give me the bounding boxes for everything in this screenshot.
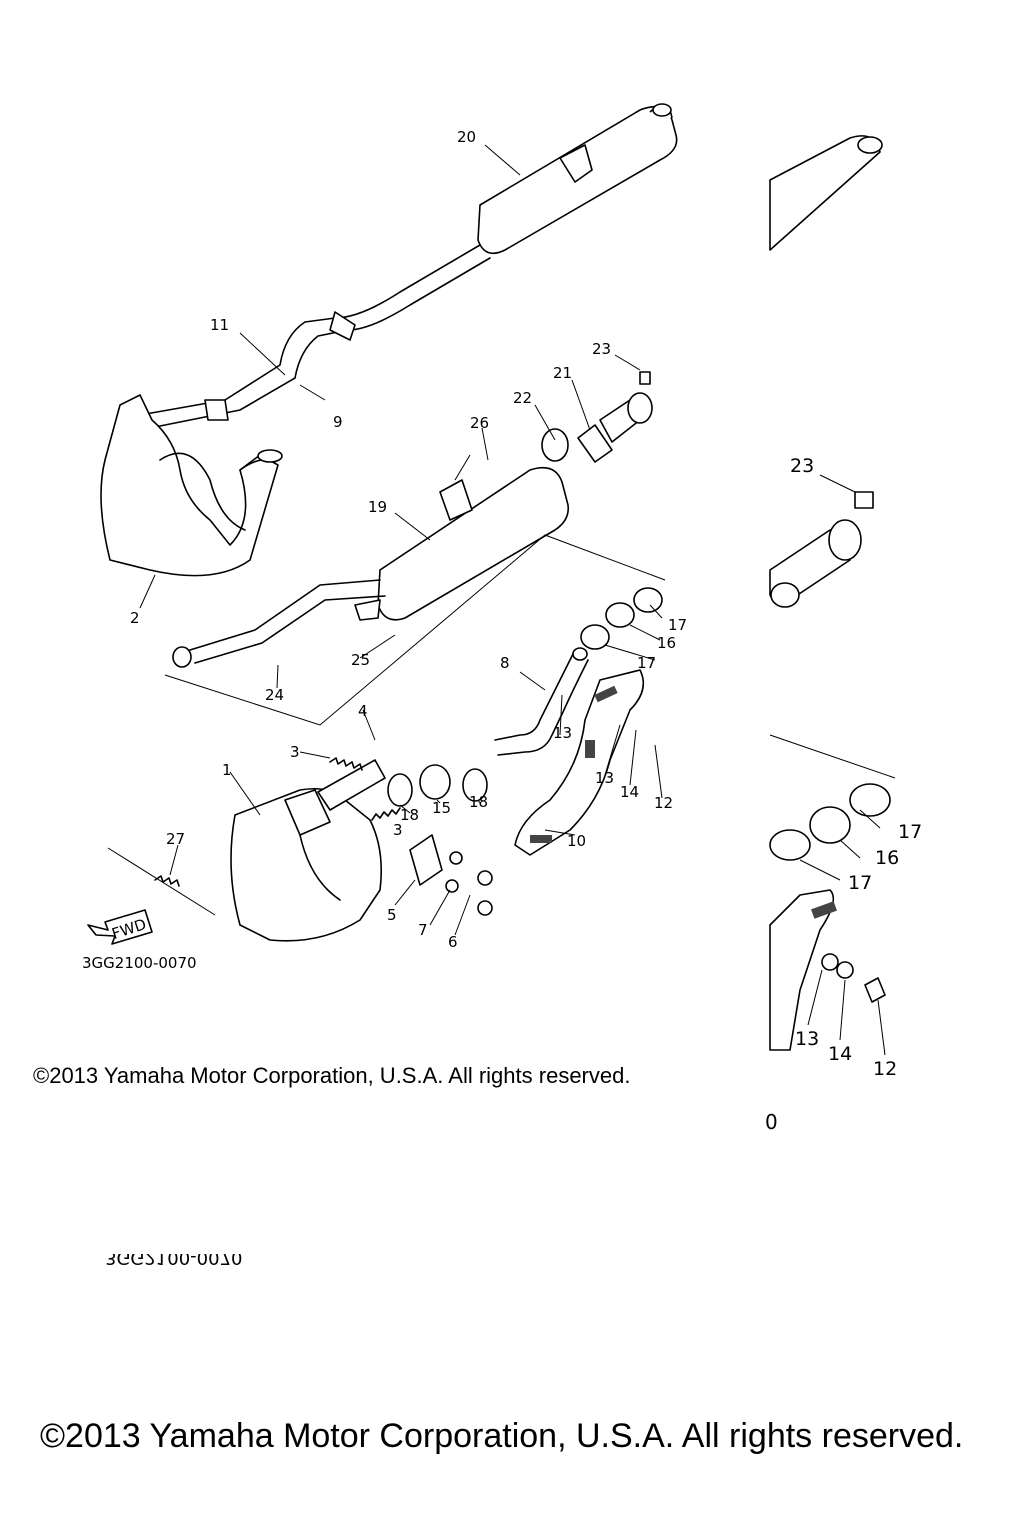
callout-15: 15: [432, 799, 451, 817]
leader-lines: [139, 144, 886, 1056]
zoom-tail-fragment: 0: [765, 1110, 778, 1134]
callout-23: 23: [592, 340, 611, 358]
mirrored-code-fragment: 3GG2100-0070: [105, 1254, 243, 1268]
pipe-11-illustration: [139, 244, 491, 429]
callout-18b: 18: [469, 793, 488, 811]
callout-18: 18: [400, 806, 419, 824]
callout-24: 24: [265, 686, 284, 704]
callout-19: 19: [368, 498, 387, 516]
callout-7: 7: [418, 921, 428, 939]
callout-12: 12: [654, 794, 673, 812]
zoom-callout-13: 13: [795, 1028, 819, 1050]
callout-22: 22: [513, 389, 532, 407]
callout-20: 20: [457, 128, 476, 146]
callout-17b: 17: [637, 654, 656, 672]
collector-2-illustration: [100, 394, 283, 577]
callout-14: 14: [620, 783, 639, 801]
zoom-callout-17: 17: [898, 821, 922, 843]
springs-illustration: [107, 757, 401, 916]
callout-26: 26: [470, 414, 489, 432]
end-cap-21-illustration: [541, 371, 653, 463]
pipe-8-illustration: [494, 647, 589, 756]
zoom-callout-17b: 17: [848, 872, 872, 894]
callout-13: 13: [553, 724, 572, 742]
copyright-notice-large: ©2013 Yamaha Motor Corporation, U.S.A. A…: [40, 1417, 964, 1455]
zoom-callout-14: 14: [828, 1043, 852, 1065]
callout-3b: 3: [393, 821, 403, 839]
clamps-illustration: [387, 587, 663, 807]
zoom-callout-12: 12: [873, 1058, 897, 1080]
callout-21: 21: [553, 364, 572, 382]
callout-4: 4: [358, 702, 368, 720]
fwd-arrow-icon: [87, 909, 153, 945]
chamber-1-illustration: [230, 759, 386, 942]
callout-6: 6: [448, 933, 458, 951]
callout-9: 9: [333, 413, 343, 431]
callout-27: 27: [166, 830, 185, 848]
callout-3: 3: [290, 743, 300, 761]
callout-11: 11: [210, 316, 229, 334]
bracket-5-illustration: [409, 834, 493, 916]
zoom-callout-23: 23: [790, 455, 814, 477]
callout-5: 5: [387, 906, 397, 924]
assembly-outline: [164, 534, 666, 726]
callout-8: 8: [500, 654, 510, 672]
heat-guard-10-illustration: [514, 669, 645, 856]
muffler-19-illustration: [172, 466, 570, 668]
zoom-callout-16: 16: [875, 847, 899, 869]
callout-10: 10: [567, 832, 586, 850]
part-number-code: 3GG2100-0070: [82, 954, 197, 972]
callout-17: 17: [668, 616, 687, 634]
zoom-detail-panel: [769, 135, 896, 1051]
callout-25: 25: [351, 651, 370, 669]
callout-16: 16: [657, 634, 676, 652]
copyright-notice-small: ©2013 Yamaha Motor Corporation, U.S.A. A…: [33, 1063, 631, 1088]
muffler-20-illustration: [477, 103, 678, 255]
callout-13b: 13: [595, 769, 614, 787]
callout-1: 1: [222, 761, 232, 779]
callout-2: 2: [130, 609, 140, 627]
